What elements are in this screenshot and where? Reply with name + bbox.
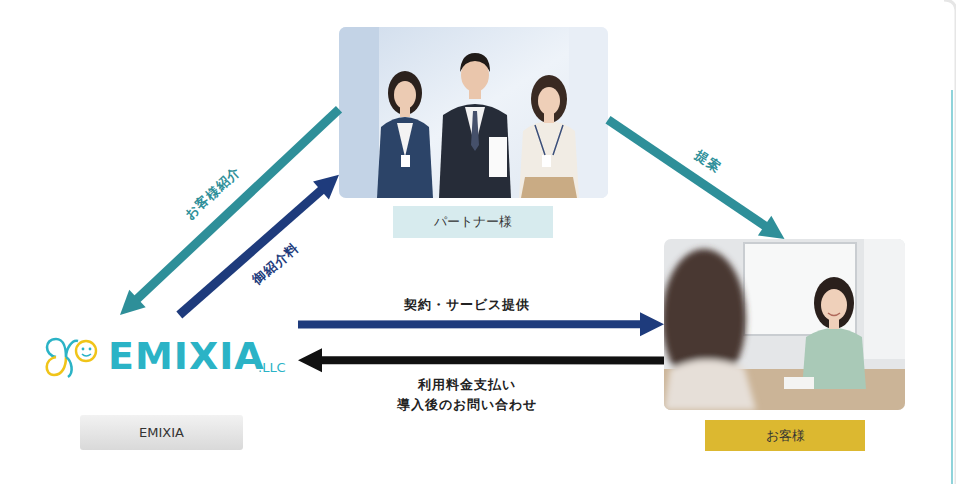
customer-photo: [664, 239, 905, 410]
flow-arrow: [298, 348, 664, 372]
customer-node: お客様: [664, 239, 905, 452]
logo-icon: [42, 333, 104, 381]
logo-suffix: .LLC: [258, 360, 286, 376]
edge-label: 契約・サービス提供: [404, 295, 530, 315]
flow-arrow: [608, 120, 785, 239]
arrow-head: [640, 312, 664, 336]
emixia-node: EMIXIA.LLCEMIXIA: [40, 315, 298, 452]
partner-photo: [339, 27, 608, 198]
arrow-head: [120, 290, 146, 315]
arrow-shaft: [320, 356, 664, 364]
partner-node: パートナー様: [339, 27, 608, 238]
customer-scene: [664, 239, 905, 410]
emixia-label: EMIXIA: [139, 425, 184, 440]
partner-label: パートナー様: [434, 213, 512, 231]
arrow-head: [298, 348, 322, 372]
arrow-shaft: [298, 320, 642, 328]
arrow-shaft: [608, 120, 766, 227]
flow-arrow: [298, 312, 664, 336]
partner-scene: [339, 27, 608, 198]
edge-label: 利用料金支払い 導入後のお問い合わせ: [382, 375, 552, 415]
flow-arrow: [120, 109, 339, 315]
arrow-head: [313, 175, 339, 200]
emixia-label-box: EMIXIA: [80, 415, 243, 450]
partner-label-box: パートナー様: [393, 206, 553, 238]
logo-wordmark: EMIXIA: [108, 333, 265, 379]
customer-label: お客様: [766, 427, 805, 445]
customer-label-box: お客様: [705, 420, 865, 451]
edge-label: お客様紹介: [181, 162, 246, 224]
edge-label: 提案: [691, 146, 725, 178]
arrow-head: [758, 216, 785, 239]
